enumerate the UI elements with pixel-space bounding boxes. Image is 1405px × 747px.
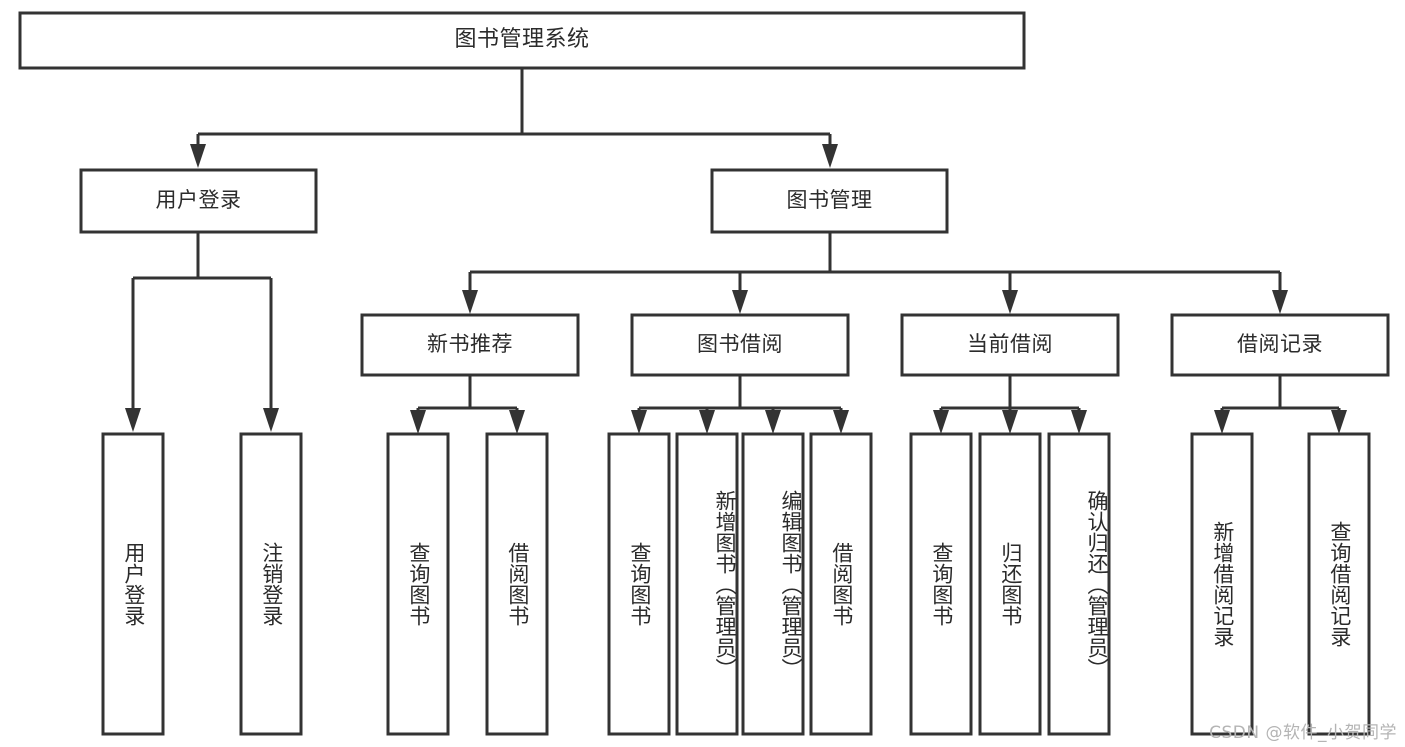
node-box-leaf-book-borrow-0[interactable] <box>607 432 671 736</box>
node-box-leaf-current-borrow-2[interactable] <box>1047 432 1111 736</box>
watermark-text: CSDN @软件_小贺同学 <box>1209 723 1397 743</box>
connector-group-root <box>190 68 838 168</box>
arrowhead-root-to-bookmgmt <box>822 144 838 168</box>
node-box-leaf-borrow-record-1[interactable] <box>1307 432 1371 736</box>
node-box-leaf-borrow-record-0[interactable] <box>1190 432 1254 736</box>
arrowhead-bookmgmt-child-4 <box>1272 290 1288 314</box>
node-box-leaf-new-book-1[interactable] <box>485 432 549 736</box>
arrowhead-currentborrow-leaf-3 <box>1071 410 1087 434</box>
arrowhead-newbook-leaf-2 <box>509 410 525 434</box>
arrowhead-currentborrow-leaf-2 <box>1002 410 1018 434</box>
node-box-leaf-user-login-1[interactable] <box>239 432 303 736</box>
node-box-current-borrow[interactable] <box>900 313 1120 377</box>
connector-group-user-login <box>125 233 279 432</box>
node-box-leaf-user-login-0[interactable] <box>101 432 165 736</box>
arrowhead-bookmgmt-child-2 <box>732 290 748 314</box>
arrowhead-login-leaf-2 <box>263 408 279 432</box>
arrowhead-root-to-login <box>190 144 206 168</box>
arrowhead-login-leaf-1 <box>125 408 141 432</box>
node-box-leaf-new-book-0[interactable] <box>386 432 450 736</box>
arrowhead-bookmgmt-child-3 <box>1002 290 1018 314</box>
node-box-leaf-current-borrow-1[interactable] <box>978 432 1042 736</box>
node-box-root[interactable] <box>18 11 1026 70</box>
node-box-leaf-current-borrow-0[interactable] <box>909 432 973 736</box>
arrowhead-currentborrow-leaf-1 <box>933 410 949 434</box>
node-box-book-borrow[interactable] <box>630 313 850 377</box>
arrowhead-bookborrow-leaf-4 <box>833 410 849 434</box>
connector-group-current-borrow <box>933 376 1087 434</box>
arrowhead-borrowrecord-leaf-1 <box>1214 410 1230 434</box>
node-box-book-management[interactable] <box>710 168 949 234</box>
node-box-leaf-book-borrow-2[interactable] <box>741 432 805 736</box>
node-box-leaf-book-borrow-1[interactable] <box>675 432 739 736</box>
arrowhead-newbook-leaf-1 <box>410 410 426 434</box>
arrowhead-bookborrow-leaf-3 <box>765 410 781 434</box>
node-box-new-book-recommend[interactable] <box>360 313 580 377</box>
arrowhead-bookborrow-leaf-2 <box>699 410 715 434</box>
arrowhead-bookmgmt-child-1 <box>462 290 478 314</box>
node-box-leaf-book-borrow-3[interactable] <box>809 432 873 736</box>
connector-group-new-book <box>410 376 525 434</box>
arrowhead-bookborrow-leaf-1 <box>631 410 647 434</box>
arrowhead-borrowrecord-leaf-2 <box>1331 410 1347 434</box>
node-box-user-login[interactable] <box>79 168 318 234</box>
connector-group-borrow-record <box>1214 376 1347 434</box>
node-box-borrow-record[interactable] <box>1170 313 1390 377</box>
connector-group-book-borrow <box>631 376 849 434</box>
connector-group-book-management <box>462 233 1288 314</box>
